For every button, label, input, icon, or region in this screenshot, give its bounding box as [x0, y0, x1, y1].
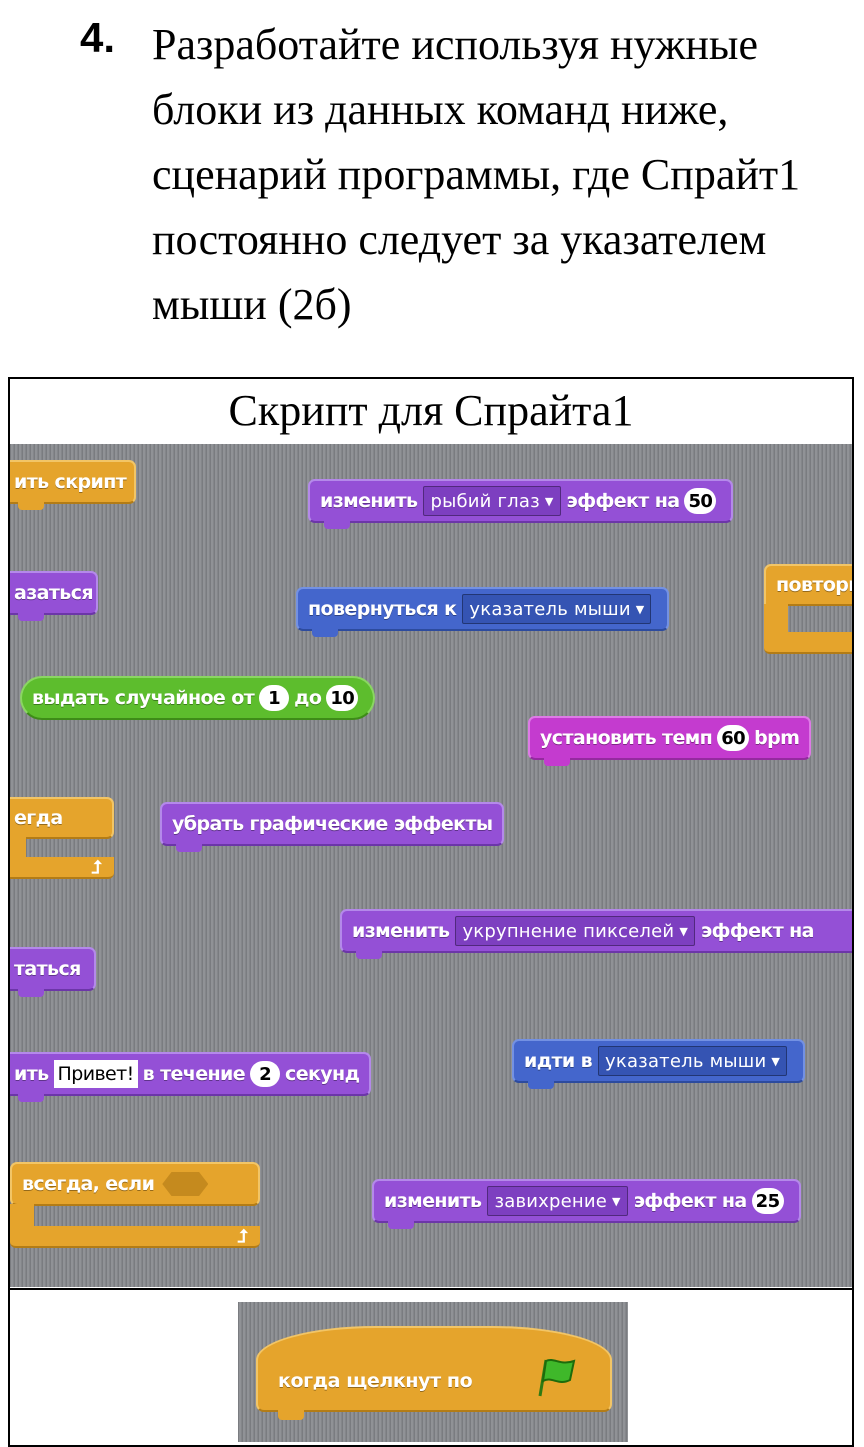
row-divider [10, 1288, 852, 1290]
task-statement: 4. Разработайте используя нужные блоки и… [0, 0, 864, 360]
pick-random-block[interactable]: выдать случайное от 1 до 10 [20, 676, 376, 720]
task-line: блоки из данных команд ниже, [152, 85, 729, 134]
hide-block[interactable]: азаться [10, 571, 98, 621]
block-label: изменить [320, 490, 418, 512]
block-label: азаться [14, 582, 94, 604]
set-tempo-block[interactable]: установить темп 60 bpm [528, 716, 812, 766]
script-table: Скрипт для Спрайта1 ить скрипт изменить … [8, 377, 854, 1447]
change-whirl-effect-block[interactable]: изменить завихрение▼ эффект на 25 [372, 1179, 801, 1229]
script-area: когда щелкнут по [238, 1302, 628, 1442]
forever-block[interactable]: егда ⮥ [10, 797, 114, 895]
value-input[interactable]: 50 [684, 488, 717, 514]
effect-dropdown[interactable]: завихрение▼ [487, 1186, 628, 1216]
loop-arrow-icon: ⮥ [10, 857, 114, 879]
task-line: Разработайте используя нужные [152, 20, 758, 69]
target-dropdown[interactable]: указатель мыши▼ [598, 1046, 788, 1076]
task-line: постоянно следует за указателем [152, 215, 767, 264]
condition-slot[interactable] [162, 1172, 209, 1196]
message-input[interactable]: Привет! [53, 1060, 138, 1088]
task-line: мыши (2б) [152, 280, 352, 329]
to-input[interactable]: 10 [326, 685, 359, 711]
block-label: изменить [384, 1190, 482, 1212]
clear-graphic-effects-block[interactable]: убрать графические эффекты [160, 802, 505, 852]
target-dropdown[interactable]: указатель мыши▼ [462, 594, 652, 624]
block-label: bpm [754, 727, 800, 749]
block-label: когда щелкнут по [278, 1370, 473, 1392]
forever-if-block[interactable]: всегда, если ⮥ [10, 1162, 260, 1262]
show-block[interactable]: таться [10, 947, 96, 997]
dropdown-arrow-icon: ▼ [771, 1054, 781, 1068]
effect-dropdown[interactable]: рыбий глаз▼ [423, 486, 561, 516]
dropdown-arrow-icon: ▼ [679, 924, 688, 938]
block-label: эффект на [633, 1190, 748, 1212]
point-towards-block[interactable]: повернуться к указатель мыши▼ [296, 587, 670, 637]
go-to-block[interactable]: идти в указатель мыши▼ [512, 1039, 806, 1089]
task-line: сценарий программы, где Спрайт1 [152, 150, 801, 199]
block-label: ить [14, 1063, 49, 1085]
change-pixelate-effect-block[interactable]: изменить укрупнение пикселей▼ эффект на [340, 909, 852, 959]
when-flag-clicked-block[interactable]: когда щелкнут по [256, 1326, 612, 1420]
block-label: всегда, если [22, 1173, 155, 1195]
block-label: убрать графические эффекты [172, 813, 493, 835]
block-label: выдать случайное от [32, 687, 255, 709]
block-label: ить скрипт [14, 471, 127, 493]
tempo-input[interactable]: 60 [717, 725, 750, 751]
change-fisheye-effect-block[interactable]: изменить рыбий глаз▼ эффект на 50 [308, 479, 734, 529]
dropdown-arrow-icon: ▼ [544, 494, 554, 508]
block-label: повернуться к [308, 598, 457, 620]
block-label: установить темп [540, 727, 713, 749]
table-caption: Скрипт для Спрайта1 [228, 386, 634, 435]
value-input[interactable]: 25 [751, 1188, 784, 1214]
block-label: таться [14, 958, 81, 980]
blocks-palette: ить скрипт изменить рыбий глаз▼ эффект н… [10, 444, 854, 1287]
effect-dropdown[interactable]: укрупнение пикселей▼ [455, 916, 695, 946]
task-text: Разработайте используя нужные блоки из д… [152, 12, 864, 337]
seconds-input[interactable]: 2 [250, 1061, 281, 1087]
loop-arrow-icon: ⮥ [10, 1226, 260, 1248]
block-label: идти в [524, 1050, 593, 1072]
block-label: повтори [776, 574, 854, 596]
dropdown-arrow-icon: ▼ [612, 1194, 621, 1208]
block-label: эффект на [700, 920, 815, 942]
green-flag-icon [538, 1359, 576, 1397]
dropdown-arrow-icon: ▼ [635, 602, 645, 616]
repeat-block[interactable]: повтори [764, 564, 854, 664]
block-label: до [294, 687, 322, 709]
block-label: секунд [285, 1063, 360, 1085]
stop-script-block[interactable]: ить скрипт [10, 460, 136, 510]
block-label: эффект на [566, 490, 681, 512]
task-number: 4. [80, 14, 116, 61]
block-label: изменить [352, 920, 450, 942]
block-label: егда [14, 807, 63, 829]
block-label: в течение [142, 1063, 246, 1085]
say-for-secs-block[interactable]: ить Привет! в течение 2 секунд [10, 1052, 372, 1102]
from-input[interactable]: 1 [259, 685, 290, 711]
